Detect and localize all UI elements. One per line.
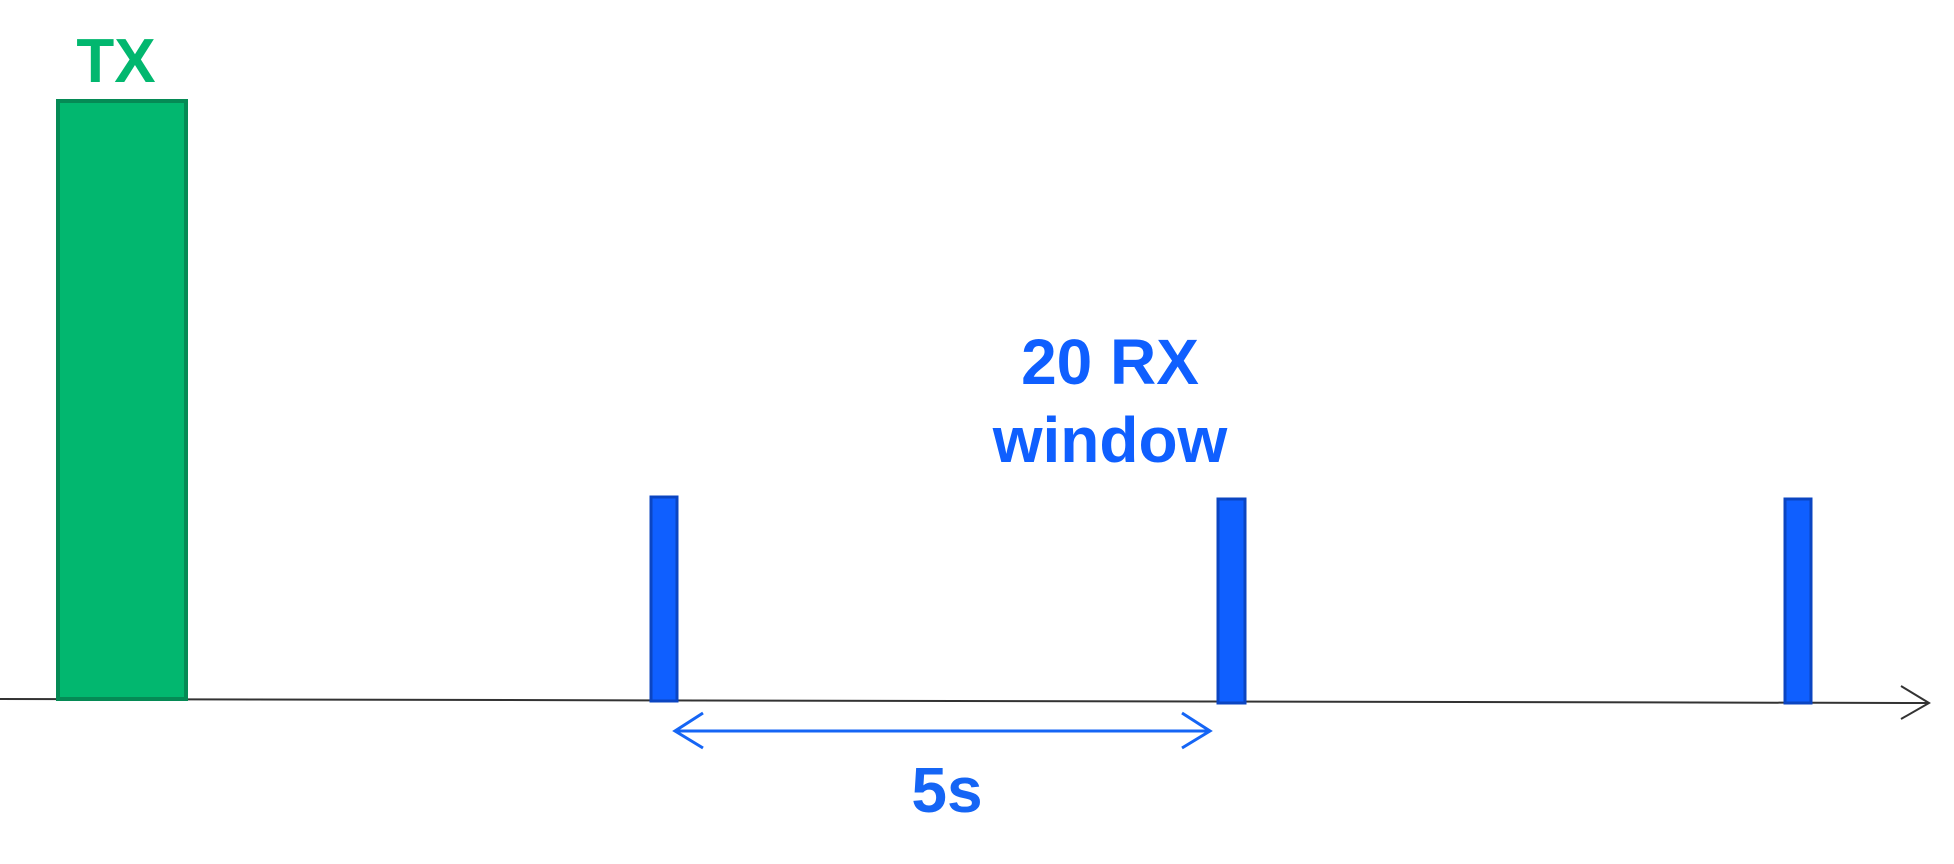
rx-label-line2: window	[992, 404, 1228, 476]
tx-label: TX	[76, 27, 155, 96]
tx-bar	[56, 99, 188, 701]
interval-label: 5s	[911, 754, 982, 826]
rx-window-1	[649, 495, 679, 703]
rx-window-3	[1783, 497, 1813, 705]
rx-window-2	[1216, 497, 1247, 705]
time-axis	[0, 698, 1930, 704]
rx-label-line1: 20 RX	[1021, 326, 1199, 398]
interval-double-arrow	[672, 711, 1213, 750]
time-axis-arrowhead	[1900, 685, 1931, 720]
